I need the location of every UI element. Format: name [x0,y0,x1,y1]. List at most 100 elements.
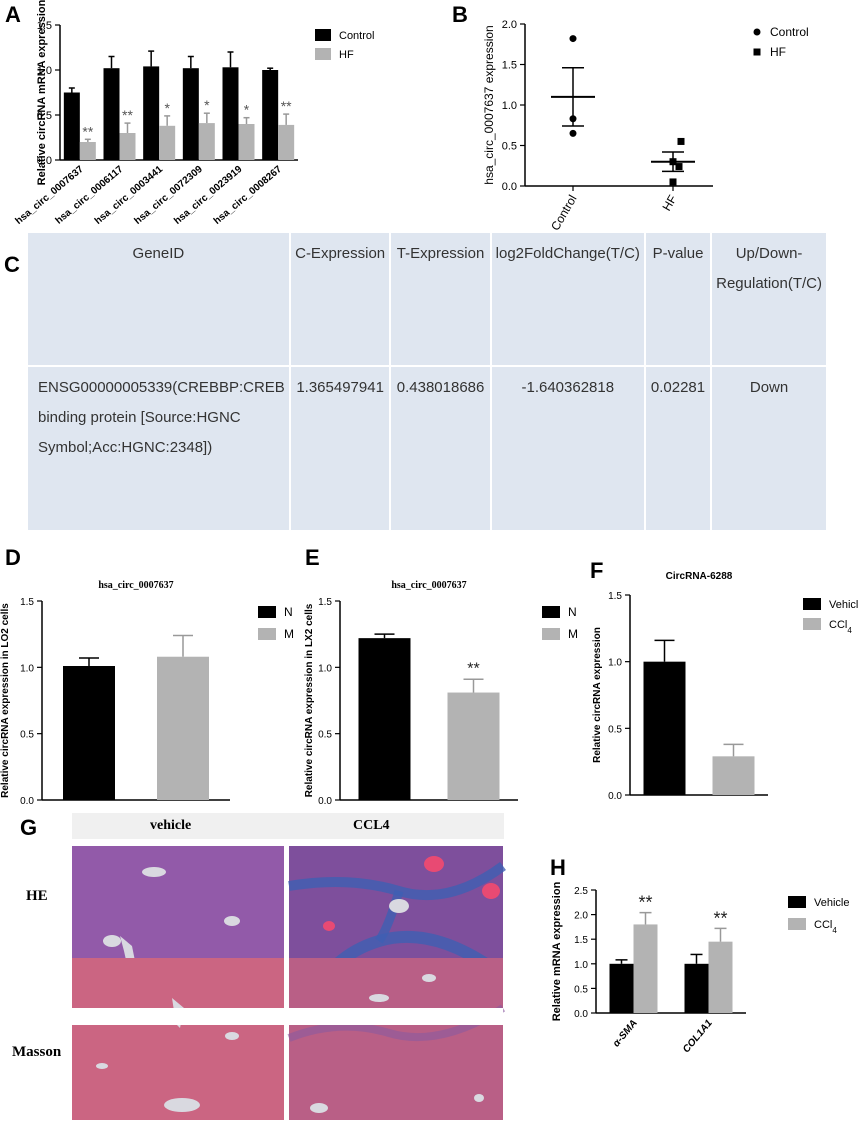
significance-mark: ** [638,893,652,913]
chart-title: hsa_circ_0007637 [98,580,173,591]
bar [238,124,255,160]
x-tick-label: hsa_circ_0023919 [172,164,245,227]
col-t-expression: T-Expression [390,233,492,367]
panel-label-f: F [590,558,604,583]
bar [358,638,411,800]
legend-label: N [284,605,293,619]
bar [63,666,115,800]
chart-title: hsa_circ_0007637 [391,580,466,591]
y-tick-label: 1.0 [502,100,517,112]
row-label-he: HE [26,888,48,904]
row-label-masson: Masson [12,1044,62,1060]
bar [198,123,215,160]
bar [609,963,634,1013]
micrograph-masson-vehicle [72,958,284,1120]
cell-c-expression: 1.365497941 [289,366,392,530]
bar [159,125,176,160]
table-header-row: GeneID C-Expression T-Expression log2Fol… [28,233,826,367]
significance-mark: ** [281,98,292,114]
deg-table: GeneID C-Expression T-Expression log2Fol… [28,233,826,530]
bar [447,692,500,800]
y-tick-label: 1.5 [574,935,588,946]
bar [119,133,136,160]
bar [708,941,733,1013]
y-tick-label: 1.5 [608,591,622,602]
legend-label: Vehicle [829,599,858,611]
legend-swatch [258,606,276,618]
legend-label: Control [770,25,809,39]
col-log2fc: log2FoldChange(T/C) [490,233,646,367]
x-tick-label: hsa_circ_0008267 [212,164,285,227]
y-axis-label: Relative circRNA expression in LX2 cells [304,603,315,797]
bar [182,68,199,160]
micrograph-divider [72,1008,503,1025]
legend-swatch [788,896,806,908]
cell-log2fc: -1.640362818 [490,366,646,530]
bar [684,963,709,1013]
x-tick-label: HF [659,193,679,214]
bar [79,142,96,160]
significance-mark: ** [467,660,479,677]
y-axis-label: Relative circRNA mRNA expression [36,0,48,185]
legend-swatch [315,29,331,41]
legend-label: CCl4 [829,619,852,635]
y-tick-label: 2.0 [502,19,517,31]
y-tick-label: 2.0 [574,911,588,922]
y-tick-label: 0.0 [20,796,34,807]
significance-mark: ** [713,908,727,928]
x-tick-label: Control [548,193,579,234]
cell-t-expression: 0.438018686 [390,366,492,530]
bar [712,756,755,795]
x-tick-label: hsa_circ_0003441 [93,164,166,227]
col-regulation: Up/Down-Regulation(T/C) [711,233,826,367]
y-tick-label: 1.0 [318,663,332,674]
significance-mark: * [164,100,170,116]
y-tick-label: 0.5 [37,110,52,122]
bar [262,70,279,160]
bar [157,656,209,800]
panel-label-c: C [4,252,20,277]
panel-label-b: B [452,2,468,27]
chart-title: CircRNA-6288 [666,571,733,582]
x-tick-label: COL1A1 [681,1018,715,1056]
bar [278,124,295,160]
legend-marker [753,48,761,56]
y-tick-label: 0.0 [608,791,622,802]
legend-swatch [315,48,331,60]
y-tick-label: 0.5 [502,141,517,153]
x-tick-label: hsa_circ_0007637 [14,164,87,227]
y-axis-label: Relative circRNA expression [592,627,603,763]
legend-swatch [542,606,560,618]
data-point [675,163,683,171]
legend-marker [753,28,761,36]
y-tick-label: 1.5 [20,597,34,608]
legend-label: M [284,627,294,641]
legend-swatch [803,618,821,630]
significance-mark: * [204,97,210,113]
col-label-ccl4: CCL4 [353,818,390,833]
legend-swatch [542,628,560,640]
y-axis-label: Relative mRNA expression [551,881,563,1021]
y-tick-label: 0.5 [574,984,588,995]
y-tick-label: 0.0 [37,155,52,167]
panel-label-e: E [305,545,320,570]
data-point [569,129,577,137]
micrograph-header-band [72,813,504,839]
y-axis-label: Relative circRNA expression in LO2 cells [0,603,11,798]
legend-swatch [803,598,821,610]
legend-label: HF [339,49,354,61]
bar [633,924,658,1013]
bar [222,67,239,160]
legend-swatch [258,628,276,640]
cell-p-value: 0.02281 [644,366,713,530]
cell-gene-id: ENSG00000005339(CREBBP:CREB binding prot… [28,366,291,530]
panel-label-a: A [5,2,21,27]
y-tick-label: 1.5 [502,60,517,72]
col-label-vehicle: vehicle [150,818,192,833]
